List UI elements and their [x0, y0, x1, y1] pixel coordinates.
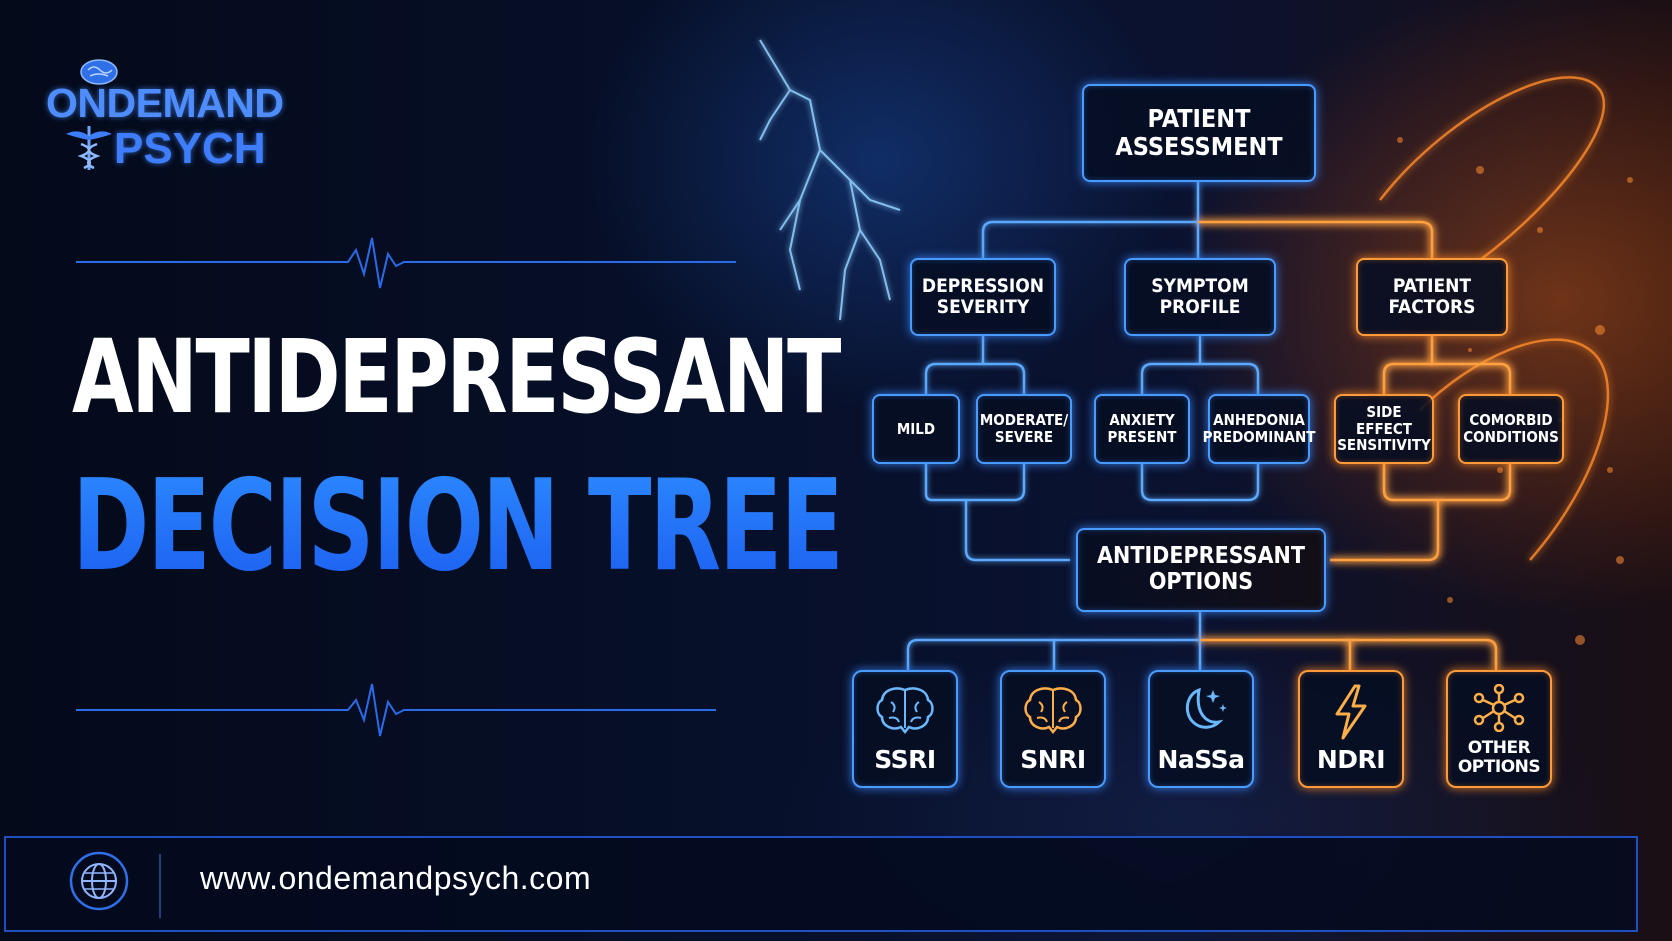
footer-bar: www.ondemandpsych.com [4, 836, 1638, 932]
heartbeat-line-bottom [76, 683, 716, 737]
network-icon [1473, 684, 1525, 732]
node-symptom-profile: SYMPTOM PROFILE [1124, 258, 1276, 336]
drug-card-other-options: OTHER OPTIONS [1446, 670, 1552, 788]
node-mild: MILD [872, 394, 960, 464]
drug-card-snri: SNRI [1000, 670, 1106, 788]
node-side-effect-sensitivity: SIDE EFFECT SENSITIVITY [1334, 394, 1434, 464]
moon-stars-icon [1185, 687, 1227, 729]
brain-icon [876, 687, 934, 735]
lightning-bolt [759, 39, 901, 321]
node-moderate-severe: MODERATE/ SEVERE [976, 394, 1072, 464]
caduceus-icon [66, 126, 112, 170]
drug-label-ssri: SSRI [874, 745, 936, 774]
website-link[interactable]: www.ondemandpsych.com [200, 860, 592, 896]
node-antidepressant-options: ANTIDEPRESSANT OPTIONS [1076, 528, 1326, 612]
drug-label-ndri: NDRI [1316, 745, 1386, 774]
node-patient-assessment: PATIENT ASSESSMENT [1082, 84, 1316, 182]
footer-divider [159, 854, 161, 918]
node-comorbid-conditions: COMORBID CONDITIONS [1458, 394, 1564, 464]
brain-icon [1024, 687, 1082, 735]
drug-card-ndri: NDRI [1298, 670, 1404, 788]
orange-sparkles [1397, 137, 1633, 645]
node-depression-severity: DEPRESSION SEVERITY [910, 258, 1056, 336]
drug-label-other-options: OTHER OPTIONS [1457, 737, 1541, 778]
orange-orbit [1379, 76, 1610, 561]
brand-line1: ONDEMAND [46, 80, 284, 126]
globe-icon [69, 851, 129, 911]
brand-logo: ONDEMAND PSYCH [46, 59, 336, 182]
drug-label-nassa: NaSSa [1157, 745, 1245, 774]
node-anhedonia-predominant: ANHEDONIA PREDOMINANT [1203, 394, 1315, 464]
brand-line2: PSYCH [114, 124, 266, 173]
drug-card-nassa: NaSSa [1148, 670, 1254, 788]
drug-label-snri: SNRI [1020, 745, 1086, 774]
heartbeat-line-top [76, 237, 736, 289]
title-line2: DECISION TREE [72, 452, 844, 599]
node-patient-factors: PATIENT FACTORS [1356, 258, 1508, 336]
node-anxiety-present: ANXIETY PRESENT [1094, 394, 1190, 464]
lightning-icon [1335, 684, 1367, 740]
brain-icon [80, 59, 118, 85]
drug-card-ssri: SSRI [852, 670, 958, 788]
title-line1: ANTIDEPRESSANT [72, 318, 841, 437]
